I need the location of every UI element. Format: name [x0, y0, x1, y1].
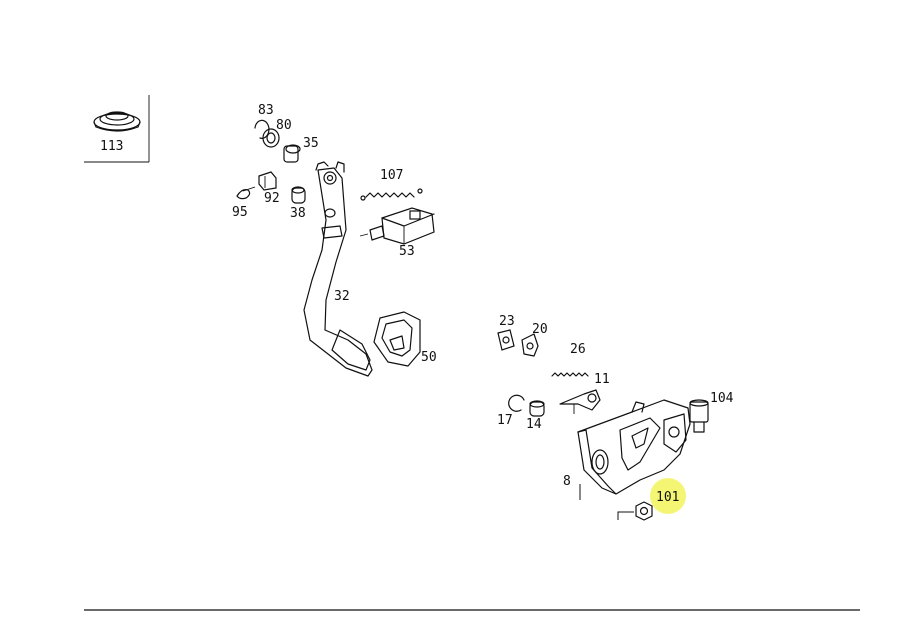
washer-80[interactable] [262, 128, 280, 148]
snap-ring-83[interactable] [254, 119, 270, 139]
clip-92[interactable] [258, 171, 277, 191]
pedal-bracket-8[interactable] [577, 399, 691, 495]
nut-101[interactable] [635, 501, 653, 521]
spring-26[interactable] [551, 372, 589, 377]
label-14: 14 [526, 417, 542, 432]
stop-light-switch-53[interactable] [359, 207, 435, 245]
label-53: 53 [399, 244, 415, 259]
bushing-14[interactable] [529, 400, 545, 417]
label-8: 8 [563, 474, 571, 489]
label-23: 23 [499, 314, 515, 329]
label-38: 38 [290, 206, 306, 221]
label-80: 80 [276, 118, 292, 133]
label-101: 101 [656, 490, 679, 505]
label-50: 50 [421, 350, 437, 365]
brake-pedal-32[interactable] [303, 161, 373, 377]
label-35: 35 [303, 136, 319, 151]
label-20: 20 [532, 322, 548, 337]
grommet-113[interactable] [93, 111, 141, 132]
pin-95[interactable] [236, 186, 256, 200]
leader-lines [579, 484, 634, 520]
label-107: 107 [380, 168, 403, 183]
label-17: 17 [497, 413, 513, 428]
lever-11[interactable] [559, 389, 601, 414]
inset-113 [84, 95, 150, 163]
label-26: 26 [570, 342, 586, 357]
bolt-104[interactable] [689, 399, 709, 433]
pedal-pad-50[interactable] [373, 311, 421, 367]
label-11: 11 [594, 372, 610, 387]
bushing-35[interactable] [283, 144, 301, 163]
label-95: 95 [232, 205, 248, 220]
label-32: 32 [334, 289, 350, 304]
spring-107[interactable] [360, 188, 423, 201]
label-92: 92 [264, 191, 280, 206]
label-104: 104 [710, 391, 734, 406]
bushing-38[interactable] [291, 186, 306, 204]
retaining-ring-17[interactable] [508, 394, 525, 412]
label-113: 113 [100, 139, 123, 154]
label-83: 83 [258, 103, 274, 118]
clip-23[interactable] [497, 329, 515, 351]
lever-20[interactable] [521, 333, 539, 357]
highlight-marker [650, 478, 686, 514]
